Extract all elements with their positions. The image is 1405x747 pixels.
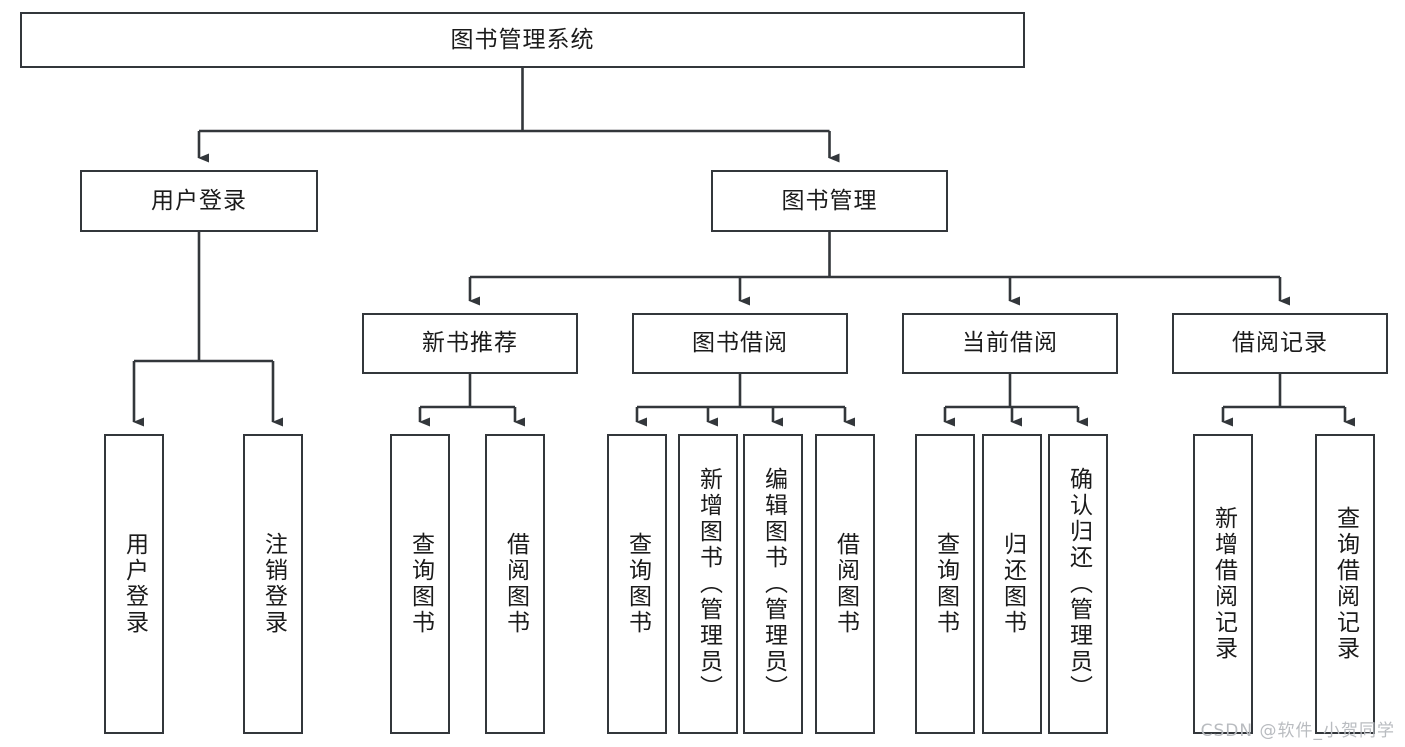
node-label: 借阅图书 <box>502 532 529 636</box>
node-label: 借阅记录 <box>1232 330 1328 356</box>
node-label: 用户登录 <box>151 187 247 214</box>
node-leaf-cur-confirm[interactable]: 确认归还（管理员） <box>1048 434 1108 734</box>
node-label: 新增图书（管理员） <box>695 467 722 701</box>
edge-bus-root <box>199 68 830 133</box>
node-leaf-rec-add[interactable]: 新增借阅记录 <box>1193 434 1253 734</box>
node-label: 查询图书 <box>407 532 434 636</box>
node-leaf-nb-search[interactable]: 查询图书 <box>390 434 450 734</box>
edge-bus-current <box>945 374 1078 409</box>
node-label: 新书推荐 <box>422 330 518 356</box>
node-leaf-bo-edit[interactable]: 编辑图书（管理员） <box>743 434 803 734</box>
watermark-text: CSDN @软件_小贺同学 <box>1200 721 1395 741</box>
edge-bus-login <box>134 232 273 363</box>
node-login[interactable]: 用户登录 <box>80 170 318 232</box>
node-leaf-cur-return[interactable]: 归还图书 <box>982 434 1042 734</box>
node-label: 查询图书 <box>932 532 959 636</box>
node-label: 查询图书 <box>624 532 651 636</box>
node-leaf-user-login[interactable]: 用户登录 <box>104 434 164 734</box>
node-label: 归还图书 <box>999 532 1026 636</box>
node-root[interactable]: 图书管理系统 <box>20 12 1025 68</box>
node-label: 新增借阅记录 <box>1210 506 1237 662</box>
node-label: 查询借阅记录 <box>1332 506 1359 662</box>
node-leaf-nb-borrow[interactable]: 借阅图书 <box>485 434 545 734</box>
node-label: 当前借阅 <box>962 330 1058 356</box>
node-leaf-bo-search[interactable]: 查询图书 <box>607 434 667 734</box>
node-bookmgmt[interactable]: 图书管理 <box>711 170 948 232</box>
node-leaf-rec-search[interactable]: 查询借阅记录 <box>1315 434 1375 734</box>
node-newbook[interactable]: 新书推荐 <box>362 313 578 374</box>
node-label: 借阅图书 <box>832 532 859 636</box>
node-leaf-cur-search[interactable]: 查询图书 <box>915 434 975 734</box>
node-leaf-user-logout[interactable]: 注销登录 <box>243 434 303 734</box>
node-leaf-bo-borrow[interactable]: 借阅图书 <box>815 434 875 734</box>
node-current[interactable]: 当前借阅 <box>902 313 1118 374</box>
node-label: 图书管理系统 <box>450 26 595 53</box>
node-label: 图书借阅 <box>692 330 788 356</box>
edge-bus-newbook <box>420 374 515 409</box>
edge-bus-bookmgmt <box>470 232 1280 279</box>
node-label: 确认归还（管理员） <box>1065 467 1092 701</box>
node-records[interactable]: 借阅记录 <box>1172 313 1388 374</box>
node-label: 用户登录 <box>121 532 148 636</box>
edge-bus-records <box>1223 374 1345 409</box>
node-leaf-bo-add[interactable]: 新增图书（管理员） <box>678 434 738 734</box>
node-borrow[interactable]: 图书借阅 <box>632 313 848 374</box>
node-label: 编辑图书（管理员） <box>760 467 787 701</box>
node-label: 注销登录 <box>260 532 287 636</box>
node-label: 图书管理 <box>781 187 878 214</box>
edge-bus-borrow <box>637 374 845 409</box>
